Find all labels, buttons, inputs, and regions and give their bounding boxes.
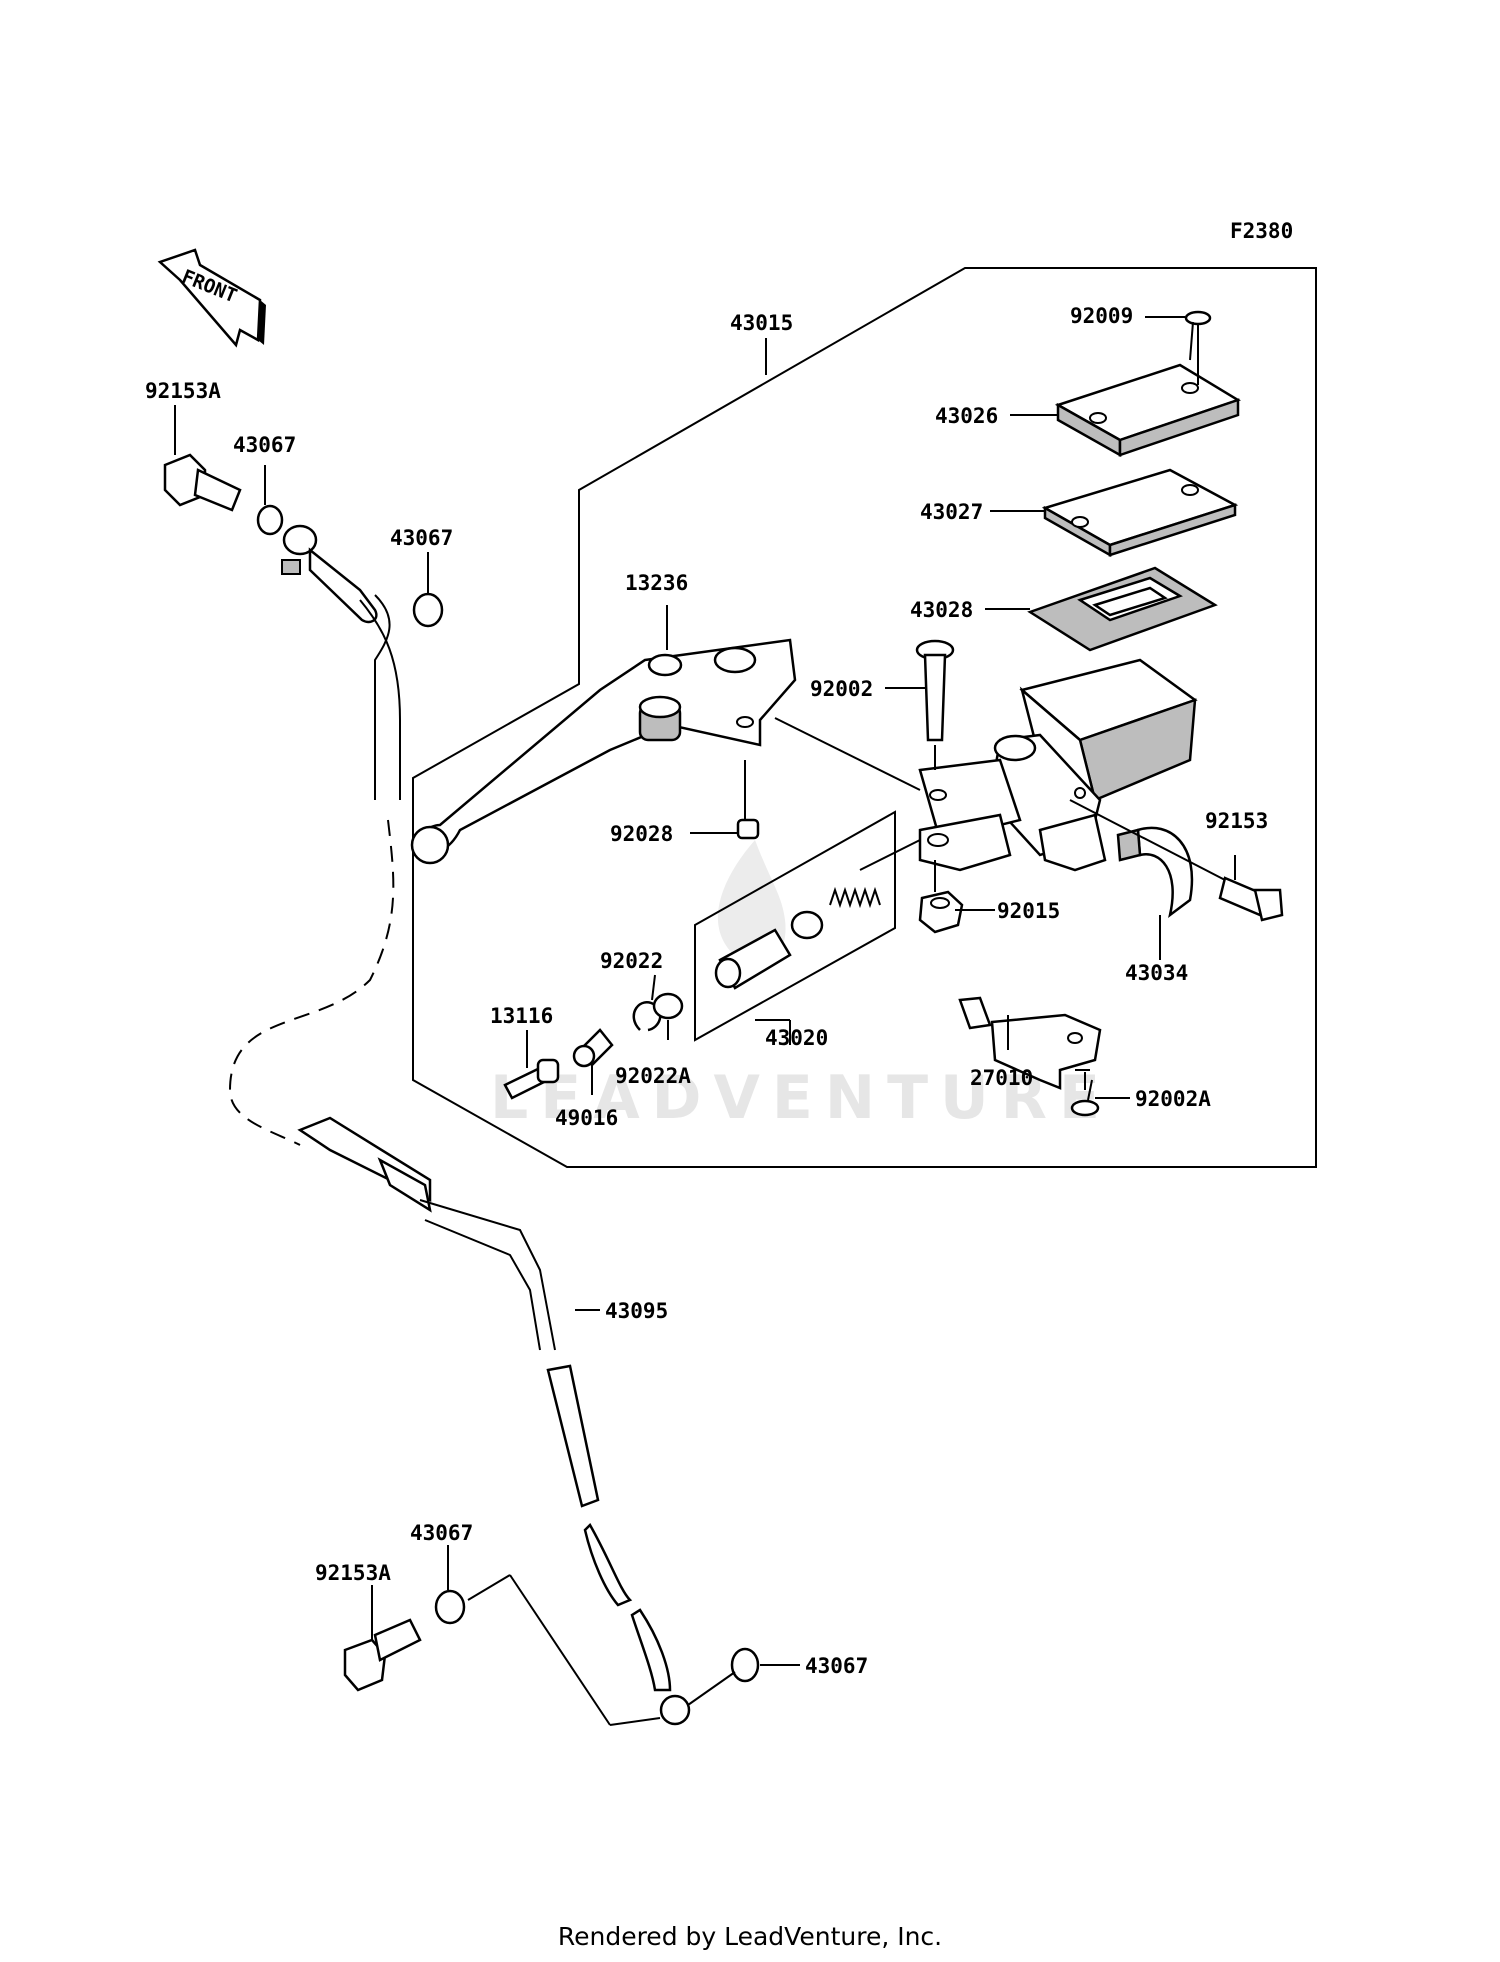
label-13116: 13116 bbox=[490, 1004, 553, 1028]
screw-92002A bbox=[1070, 1079, 1100, 1117]
reservoir-cap bbox=[1054, 363, 1241, 458]
brake-switch bbox=[958, 996, 1102, 1090]
label-43067-bottom-1: 43067 bbox=[410, 1521, 473, 1545]
banjo-bolt-top bbox=[163, 453, 242, 512]
label-43067-bottom-2: 43067 bbox=[805, 1654, 868, 1678]
label-13236: 13236 bbox=[625, 571, 688, 595]
figure-code: F2380 bbox=[1230, 219, 1293, 243]
label-43020: 43020 bbox=[765, 1026, 828, 1050]
washer-92022A bbox=[652, 992, 684, 1020]
washer-top-1 bbox=[256, 504, 284, 536]
label-92028: 92028 bbox=[610, 822, 673, 846]
diaphragm-plate bbox=[1041, 468, 1239, 558]
footer-credit: Rendered by LeadVenture, Inc. bbox=[557, 1922, 943, 1951]
label-43027: 43027 bbox=[920, 500, 983, 524]
nut-92015 bbox=[918, 890, 964, 934]
banjo-bolt-bottom bbox=[343, 1618, 422, 1692]
label-43067-top-1: 43067 bbox=[233, 433, 296, 457]
banjo-fitting-bottom bbox=[659, 1694, 691, 1726]
label-92002A: 92002A bbox=[1135, 1087, 1211, 1111]
label-43026: 43026 bbox=[935, 404, 998, 428]
label-92153A-top: 92153A bbox=[145, 379, 221, 403]
washer-bottom-2 bbox=[730, 1647, 760, 1683]
pivot-bolt bbox=[915, 639, 955, 742]
label-27010: 27010 bbox=[970, 1066, 1033, 1090]
assembly-outline bbox=[412, 267, 1317, 1168]
label-92009: 92009 bbox=[1070, 304, 1133, 328]
diaphragm bbox=[1027, 566, 1218, 652]
label-92153: 92153 bbox=[1205, 809, 1268, 833]
banjo-fitting-top bbox=[281, 524, 378, 624]
master-cylinder-body bbox=[918, 658, 1198, 872]
boot-49016 bbox=[572, 1028, 614, 1068]
brake-lever bbox=[410, 638, 797, 865]
label-43067-top-2: 43067 bbox=[390, 526, 453, 550]
label-92015: 92015 bbox=[997, 899, 1060, 923]
washer-top-2 bbox=[412, 592, 444, 628]
washer-bottom-1 bbox=[434, 1589, 466, 1625]
pushrod-13116 bbox=[503, 1058, 560, 1100]
piston-kit bbox=[714, 886, 881, 990]
label-92002: 92002 bbox=[810, 677, 873, 701]
pin-92028 bbox=[736, 818, 760, 840]
label-43034: 43034 bbox=[1125, 961, 1188, 985]
label-92022A: 92022A bbox=[615, 1064, 691, 1088]
bolt-92153 bbox=[1218, 876, 1284, 922]
label-92153A-bottom: 92153A bbox=[315, 1561, 391, 1585]
label-92022: 92022 bbox=[600, 949, 663, 973]
piston-kit-outline bbox=[694, 810, 896, 1042]
brake-hose bbox=[228, 594, 672, 1692]
front-arrow-icon: FRONT bbox=[157, 248, 266, 348]
label-43028: 43028 bbox=[910, 598, 973, 622]
screw-92009 bbox=[1184, 310, 1212, 361]
label-49016: 49016 bbox=[555, 1106, 618, 1130]
label-43015: 43015 bbox=[730, 311, 793, 335]
leader-lines bbox=[174, 316, 1236, 1726]
label-43095: 43095 bbox=[605, 1299, 668, 1323]
clamp-43034 bbox=[1116, 826, 1194, 919]
